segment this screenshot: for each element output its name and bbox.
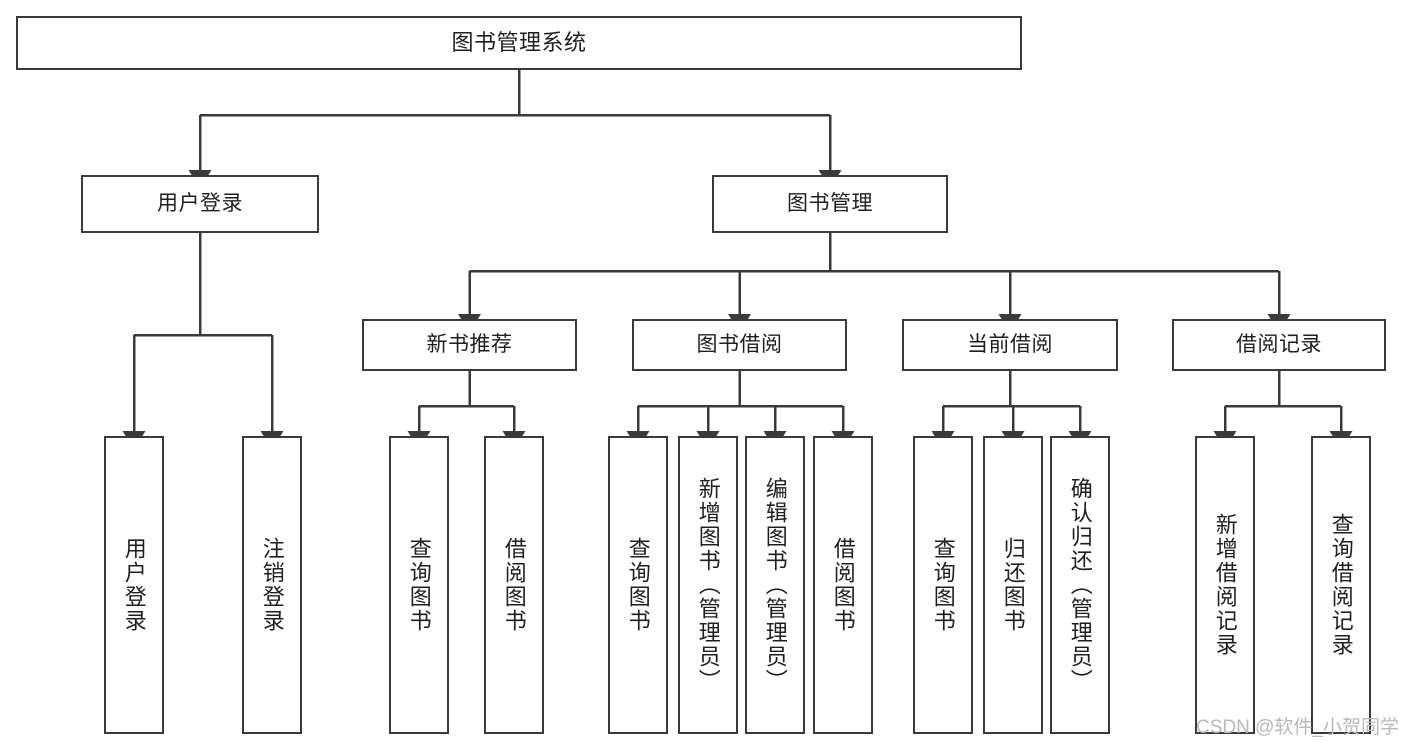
node-label: 图书管理 bbox=[787, 191, 873, 215]
node-label: 确认归还（管理员） bbox=[1067, 477, 1093, 693]
node-leaf13[interactable]: 查询借阅记录 bbox=[1311, 436, 1371, 734]
node-label: 查询图书 bbox=[406, 537, 432, 633]
node-leaf5[interactable]: 查询图书 bbox=[608, 436, 668, 734]
node-label: 编辑图书（管理员） bbox=[762, 477, 788, 693]
node-label: 用户登录 bbox=[157, 191, 243, 215]
node-label: 图书借阅 bbox=[696, 332, 783, 356]
node-label: 查询借阅记录 bbox=[1328, 513, 1354, 657]
edge-paths bbox=[122, 70, 1353, 450]
node-label: 新书推荐 bbox=[426, 332, 513, 356]
node-newbook[interactable]: 新书推荐 bbox=[362, 319, 577, 371]
node-leaf1[interactable]: 用户登录 bbox=[104, 436, 164, 734]
node-label: 借阅图书 bbox=[830, 537, 856, 633]
node-leaf3[interactable]: 查询图书 bbox=[389, 436, 449, 734]
node-root[interactable]: 图书管理系统 bbox=[16, 16, 1022, 70]
node-leaf6[interactable]: 新增图书（管理员） bbox=[678, 436, 738, 734]
node-label: 查询图书 bbox=[625, 537, 651, 633]
node-leaf8[interactable]: 借阅图书 bbox=[813, 436, 873, 734]
node-leaf2[interactable]: 注销登录 bbox=[242, 436, 302, 734]
node-label: 当前借阅 bbox=[967, 332, 1053, 356]
node-label: 用户登录 bbox=[121, 537, 147, 633]
node-leaf4[interactable]: 借阅图书 bbox=[484, 436, 544, 734]
node-records[interactable]: 借阅记录 bbox=[1172, 319, 1386, 371]
node-current[interactable]: 当前借阅 bbox=[902, 319, 1118, 371]
node-leaf11[interactable]: 确认归还（管理员） bbox=[1050, 436, 1110, 734]
node-label: 借阅图书 bbox=[501, 537, 527, 633]
node-label: 借阅记录 bbox=[1236, 332, 1322, 356]
node-label: 新增图书（管理员） bbox=[695, 477, 721, 693]
node-label: 新增借阅记录 bbox=[1212, 513, 1238, 657]
node-leaf7[interactable]: 编辑图书（管理员） bbox=[745, 436, 805, 734]
node-login[interactable]: 用户登录 bbox=[81, 175, 319, 233]
node-leaf9[interactable]: 查询图书 bbox=[913, 436, 973, 734]
node-label: 查询图书 bbox=[930, 537, 956, 633]
node-bookmgmt[interactable]: 图书管理 bbox=[712, 175, 948, 233]
node-label: 图书管理系统 bbox=[451, 30, 587, 56]
node-leaf12[interactable]: 新增借阅记录 bbox=[1195, 436, 1255, 734]
node-leaf10[interactable]: 归还图书 bbox=[983, 436, 1043, 734]
node-label: 归还图书 bbox=[1000, 537, 1026, 633]
node-borrow[interactable]: 图书借阅 bbox=[632, 319, 847, 371]
node-label: 注销登录 bbox=[259, 537, 285, 633]
